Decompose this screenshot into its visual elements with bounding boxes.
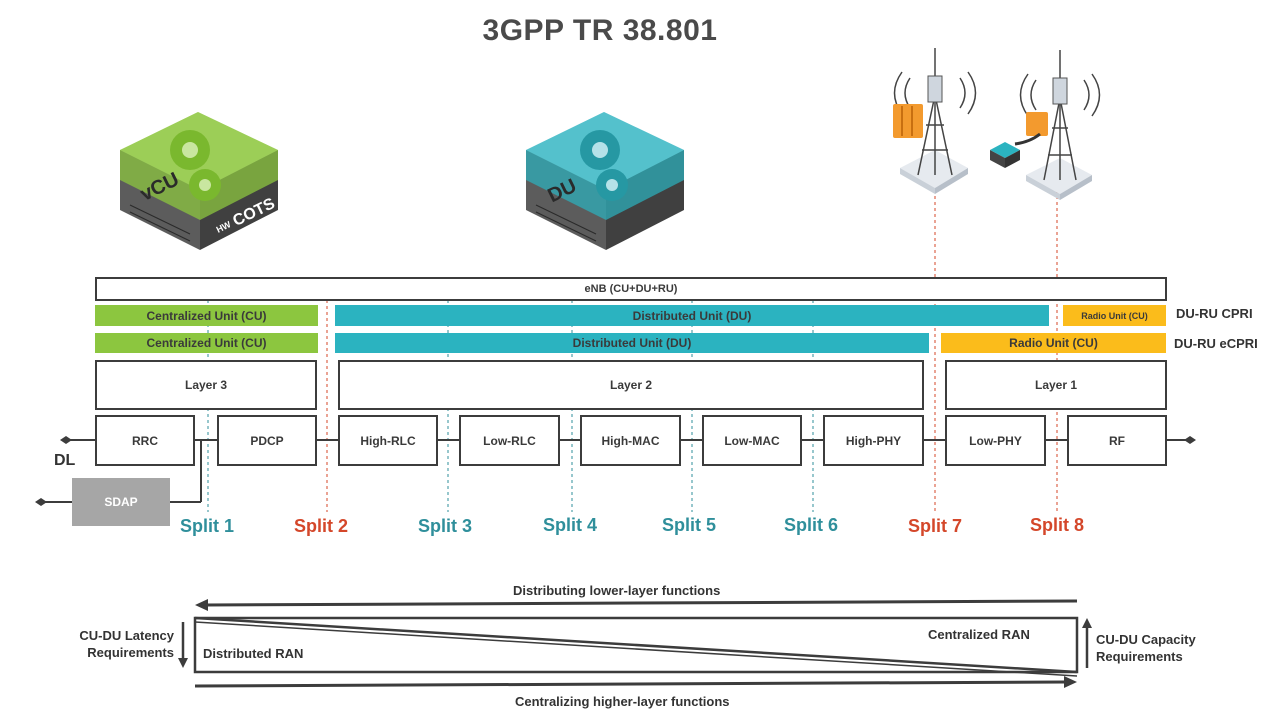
function-high-rlc-label: High-RLC [360,433,416,448]
layer1-label: Layer 1 [1034,378,1078,392]
vcu-server-icon [120,112,278,250]
function-pdcp-label: PDCP [250,433,284,448]
cpri-du-label: Distributed Unit (DU) [632,308,752,323]
function-high-phy-label: High-PHY [845,433,902,448]
latency-label: CU-DU Latency Requirements [56,627,174,661]
distributed-ran-label: Distributed RAN [203,646,304,661]
ecpri-cu-label: Centralized Unit (CU) [146,336,267,350]
function-rrc: RRC [95,415,195,466]
rf-right-arrowhead [1184,436,1196,444]
page-title: 3GPP TR 38.801 [482,14,718,47]
function-low-mac: Low-MAC [702,415,802,466]
sdap-left-arrowhead [35,498,47,506]
cpri-du-bar: Distributed Unit (DU) [335,305,1049,326]
distributing-arrow [195,599,1078,611]
function-high-rlc: High-RLC [338,415,438,466]
function-high-mac: High-MAC [580,415,681,466]
split-5-label: Split 5 [662,515,717,535]
capacity-label-line1: CU-DU Capacity [1096,632,1196,647]
cpri-ru-label: Radio Unit (CU) [1081,310,1148,321]
layer3-box: Layer 3 [95,360,317,410]
split-2-label: Split 2 [294,516,349,536]
function-low-rlc: Low-RLC [459,415,560,466]
layer2-label: Layer 2 [609,378,653,392]
split-8-label: Split 8 [1030,515,1085,535]
split-guide-lines [207,190,1058,512]
cpri-ru-bar: Radio Unit (CU) [1063,305,1166,326]
ecpri-du-bar: Distributed Unit (DU) [335,333,929,353]
cpri-side-label: DU-RU CPRI [1176,306,1253,321]
function-high-mac-label: High-MAC [601,433,660,448]
split-4-label: Split 4 [543,515,598,535]
distributing-label: Distributing lower-layer functions [513,583,721,598]
split-7-label: Split 7 [908,516,963,536]
radio-tower-icon-2 [990,50,1101,200]
split-3-label: Split 3 [418,516,473,536]
function-chain-line [40,439,1190,503]
ecpri-du-label: Distributed Unit (DU) [572,336,692,350]
du-server-icon [526,112,684,250]
ecpri-cu-bar: Centralized Unit (CU) [95,333,318,353]
cpri-cu-bar: Centralized Unit (CU) [95,305,318,326]
layer2-box: Layer 2 [338,360,924,410]
function-low-rlc-label: Low-RLC [483,433,536,448]
split-6-label: Split 6 [784,515,839,535]
function-high-phy: High-PHY [823,415,924,466]
centralized-ran-label: Centralized RAN [928,627,1030,642]
ecpri-ru-bar: Radio Unit (CU) [941,333,1166,353]
centralizing-arrow [194,676,1077,688]
latency-label-line2: Requirements [87,645,174,660]
function-pdcp: PDCP [217,415,317,466]
latency-label-line1: CU-DU Latency [79,628,174,643]
sdap-box: SDAP [72,478,170,526]
latency-down-arrow [178,622,188,668]
enb-box: eNB (CU+DU+RU) [95,277,1167,301]
sdap-label: SDAP [104,495,138,509]
split-1-label: Split 1 [180,516,235,536]
function-low-phy: Low-PHY [945,415,1046,466]
dl-left-arrowhead [60,436,72,444]
dl-label: DL [54,452,76,469]
layer1-box: Layer 1 [945,360,1167,410]
layer3-label: Layer 3 [184,378,228,392]
capacity-up-arrow [1082,618,1092,668]
function-rf: RF [1067,415,1167,466]
function-low-mac-label: Low-MAC [724,433,780,448]
function-low-phy-label: Low-PHY [969,433,1022,448]
centralizing-label: Centralizing higher-layer functions [515,694,730,709]
capacity-label-line2: Requirements [1096,649,1183,664]
radio-tower-icon-1 [893,48,977,194]
function-rrc-label: RRC [132,433,158,448]
ecpri-side-label: DU-RU eCPRI [1174,336,1258,351]
cpri-cu-label: Centralized Unit (CU) [146,308,267,323]
enb-label: eNB (CU+DU+RU) [584,283,678,295]
function-rf-label: RF [1109,433,1125,448]
capacity-label: CU-DU Capacity Requirements [1096,631,1196,665]
ecpri-ru-label: Radio Unit (CU) [1009,336,1098,350]
ran-wedge [193,616,1079,677]
